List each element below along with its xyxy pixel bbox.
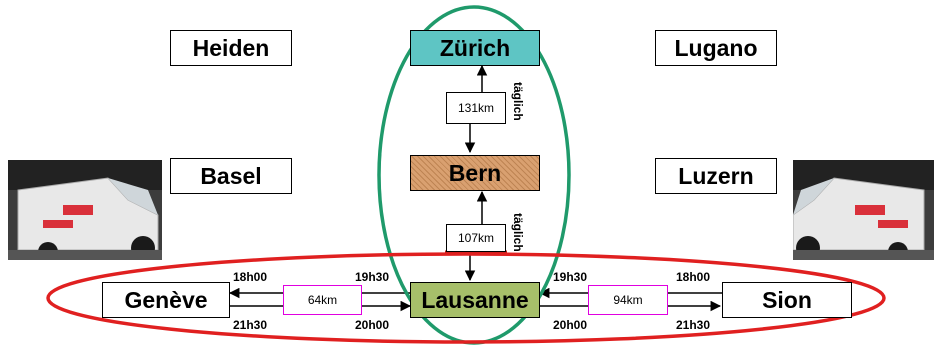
city-label-lausanne: Lausanne: [421, 286, 529, 313]
city-box-luzern: Luzern: [655, 158, 777, 194]
time-depart-lausanne-west: 20h00: [355, 318, 390, 332]
city-box-sion: Sion: [722, 282, 852, 318]
frequency-bern-lausanne: täglich: [511, 213, 525, 252]
city-label-heiden: Heiden: [192, 34, 270, 61]
city-label-geneve: Genève: [124, 286, 208, 313]
distance-bern-lausanne: 107km: [446, 224, 506, 252]
time-depart-sion: 18h00: [676, 270, 711, 284]
city-box-zurich: Zürich: [410, 30, 540, 66]
city-label-basel: Basel: [200, 162, 262, 189]
city-box-basel: Basel: [170, 158, 292, 194]
city-box-lausanne: Lausanne: [410, 282, 540, 318]
time-arrive-lausanne-east: 19h30: [553, 270, 588, 284]
city-label-luzern: Luzern: [678, 162, 754, 189]
city-label-sion: Sion: [762, 286, 812, 313]
distance-zurich-bern: 131km: [446, 92, 506, 124]
city-label-lugano: Lugano: [674, 34, 758, 61]
time-arrive-geneve: 21h30: [233, 318, 268, 332]
time-arrive-lausanne-west: 19h30: [355, 270, 390, 284]
distance-sion-lausanne: 94km: [588, 285, 668, 315]
delivery-van-photo-right: [793, 160, 934, 260]
red-ellipse-east-west: [46, 252, 886, 344]
distance-geneve-lausanne: 64km: [283, 285, 362, 315]
frequency-zurich-bern: täglich: [511, 82, 525, 121]
city-box-heiden: Heiden: [170, 30, 292, 66]
delivery-van-photo-left: [8, 160, 162, 260]
time-depart-lausanne-east: 20h00: [553, 318, 588, 332]
time-depart-geneve: 18h00: [233, 270, 268, 284]
city-label-zurich: Zürich: [439, 34, 511, 61]
time-arrive-sion: 21h30: [676, 318, 711, 332]
city-box-bern: Bern: [410, 155, 540, 191]
city-box-lugano: Lugano: [655, 30, 777, 66]
city-label-bern: Bern: [448, 159, 502, 186]
city-box-geneve: Genève: [102, 282, 230, 318]
